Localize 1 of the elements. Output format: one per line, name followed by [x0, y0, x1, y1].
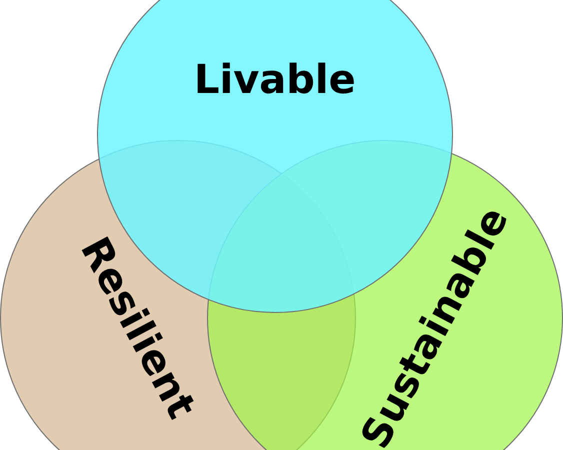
circle-label: Livable	[194, 57, 356, 103]
